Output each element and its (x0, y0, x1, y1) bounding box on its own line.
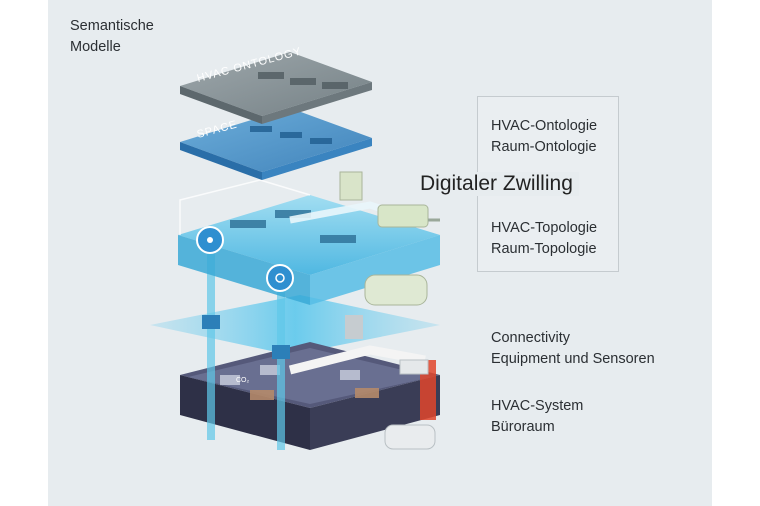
ontology-line-2: Raum-Ontologie (491, 139, 597, 155)
space-ontology-layer: SPACE (180, 108, 372, 180)
office-floor-layer: CO₂ (180, 342, 440, 450)
ontology-label: HVAC-Ontologie Raum-Ontologie (491, 116, 597, 158)
co2-sensor-label: CO₂ (236, 377, 250, 384)
topology-equipment (339, 171, 440, 306)
connectivity-layer (150, 295, 440, 355)
topology-line-1: HVAC-Topologie (491, 220, 598, 236)
hvac-ontology-layer: HVAC ONTOLOGY (180, 45, 372, 124)
system-line-1: HVAC-System (491, 398, 584, 414)
semantic-line-1: Semantische (70, 18, 154, 34)
topology-label: HVAC-Topologie Raum-Topologie (491, 218, 597, 260)
topology-floor-layer (178, 179, 440, 305)
semantic-models-label: Semantische Modelle (70, 16, 154, 58)
connectivity-label: Connectivity Equipment und Sensoren (491, 328, 655, 370)
ontology-line-1: HVAC-Ontologie (491, 118, 598, 134)
connectivity-line-2: Equipment und Sensoren (491, 351, 655, 367)
air-duct (288, 345, 426, 375)
outdoor-hvac-unit (345, 315, 436, 450)
heating-pipe (420, 360, 436, 420)
digital-twin-title: Digitaler Zwilling (414, 172, 579, 196)
system-line-2: Büroraum (491, 419, 555, 435)
chip-icon (202, 315, 220, 329)
hvac-system-label: HVAC-System Büroraum (491, 396, 583, 438)
sensor-node-icon (266, 264, 294, 292)
connection-columns (202, 250, 290, 450)
semantic-line-2: Modelle (70, 39, 121, 55)
chip-icon (272, 345, 290, 359)
connectivity-line-1: Connectivity (491, 330, 570, 346)
layer-stack-diagram: CO₂ (150, 45, 440, 450)
topology-line-2: Raum-Topologie (491, 241, 597, 257)
